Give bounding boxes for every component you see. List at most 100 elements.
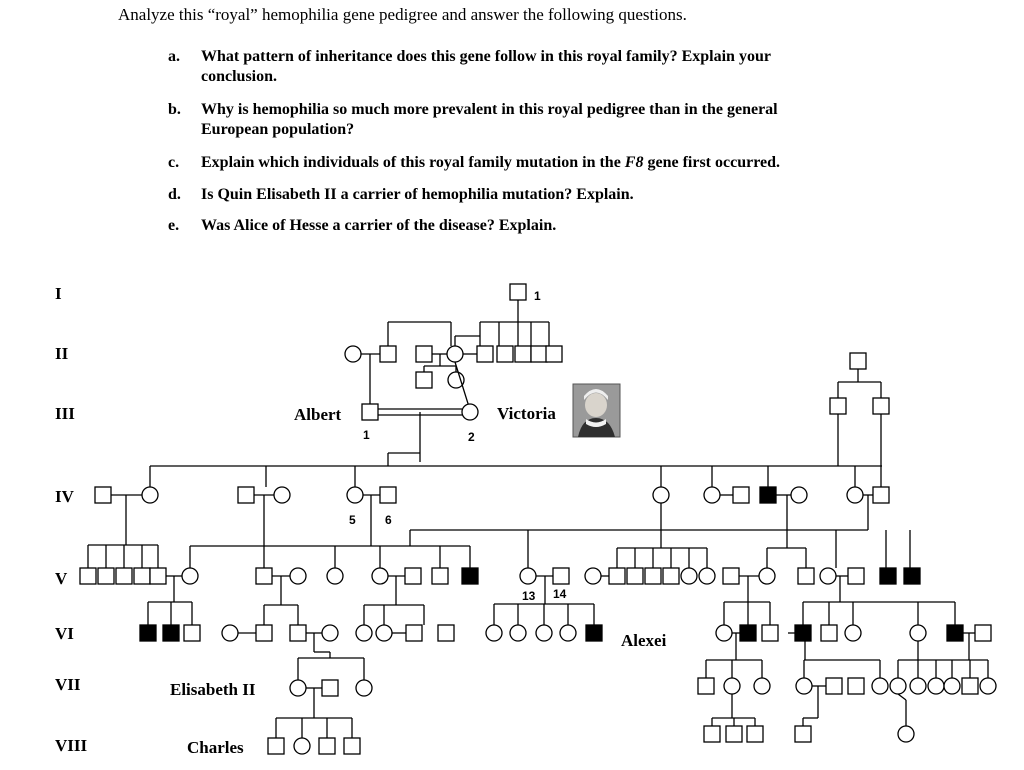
female-symbol [355, 679, 373, 697]
female-symbol [584, 567, 602, 585]
individual-number: 1 [534, 289, 541, 303]
question-text: What pattern of inheritance does this ge… [201, 48, 771, 65]
generation-label-6: VI [55, 624, 74, 643]
male-symbol [644, 567, 662, 585]
generation-7: Elisabeth II [170, 651, 997, 718]
male-symbol [509, 283, 527, 301]
generation-4: 5 6 [94, 452, 890, 568]
female-symbol [758, 567, 776, 585]
male-symbol [697, 677, 715, 695]
male-symbol [404, 567, 422, 585]
female-symbol [289, 567, 307, 585]
male-symbol [289, 624, 307, 642]
male-symbol [746, 725, 764, 743]
female-symbol [321, 624, 339, 642]
female-symbol [795, 677, 813, 695]
female-symbol [889, 677, 907, 695]
male-symbol [476, 345, 494, 363]
female-symbol [819, 567, 837, 585]
male-symbol [722, 567, 740, 585]
name-charles: Charles [187, 738, 244, 757]
male-symbol [79, 567, 97, 585]
male-symbol [829, 397, 847, 415]
albert-symbol [361, 403, 379, 421]
female-symbol [447, 371, 465, 389]
male-symbol [797, 567, 815, 585]
elisabeth-symbol [289, 679, 307, 697]
male-symbol [761, 624, 779, 642]
generation-6: Alexei [139, 601, 992, 660]
female-symbol [293, 737, 311, 755]
affected-male-symbol [162, 624, 180, 642]
female-symbol [326, 567, 344, 585]
male-symbol [662, 567, 680, 585]
affected-male-symbol [946, 624, 964, 642]
female-symbol [927, 677, 945, 695]
individual-number: 5 [349, 513, 356, 527]
male-symbol [545, 345, 563, 363]
generation-label-4: IV [55, 487, 75, 506]
male-symbol [255, 567, 273, 585]
male-symbol [97, 567, 115, 585]
female-symbol [723, 677, 741, 695]
question-letter: a. [168, 48, 180, 65]
female-symbol [943, 677, 961, 695]
affected-male-symbol [461, 567, 479, 585]
generation-label-3: III [55, 404, 75, 423]
name-alexei: Alexei [621, 631, 667, 650]
question-text: Why is hemophilia so much more prevalent… [201, 101, 778, 118]
female-symbol [535, 624, 553, 642]
affected-male-symbol [879, 567, 897, 585]
female-symbol [909, 624, 927, 642]
name-elisabeth: Elisabeth II [170, 680, 256, 699]
female-symbol [979, 677, 997, 695]
male-symbol [183, 624, 201, 642]
female-symbol [652, 486, 670, 504]
male-symbol [496, 345, 514, 363]
female-symbol [846, 486, 864, 504]
female-symbol [181, 567, 199, 585]
male-symbol [961, 677, 979, 695]
female-symbol [346, 486, 364, 504]
female-symbol [371, 567, 389, 585]
question-letter: d. [168, 186, 181, 203]
gene-name: F8 [624, 154, 644, 171]
male-symbol [626, 567, 644, 585]
male-symbol [725, 725, 743, 743]
generation-label-8: VIII [55, 736, 88, 755]
male-symbol [825, 677, 843, 695]
male-symbol [794, 725, 812, 743]
charles-symbol [267, 737, 285, 755]
victoria-symbol [461, 403, 479, 421]
male-symbol [133, 567, 151, 585]
question-text: Was Alice of Hesse a carrier of the dise… [201, 217, 557, 234]
male-symbol [149, 567, 167, 585]
male-symbol [703, 725, 721, 743]
male-symbol [820, 624, 838, 642]
question-text: Explain which individuals of this royal … [201, 154, 625, 171]
female-symbol [355, 624, 373, 642]
male-symbol [849, 352, 867, 370]
female-symbol [753, 677, 771, 695]
individual-number: 6 [385, 513, 392, 527]
female-symbol [909, 677, 927, 695]
question-text: conclusion. [201, 68, 278, 85]
affected-male-symbol [903, 567, 921, 585]
generation-2 [344, 321, 867, 411]
generation-1: 1 [509, 283, 541, 322]
affected-male-symbol [759, 486, 777, 504]
question-text: gene first occurred. [643, 154, 781, 171]
male-symbol [321, 679, 339, 697]
female-symbol [897, 725, 915, 743]
male-symbol [437, 624, 455, 642]
male-symbol [431, 567, 449, 585]
female-symbol [559, 624, 577, 642]
female-symbol [790, 486, 808, 504]
affected-male-symbol [139, 624, 157, 642]
male-symbol [415, 345, 433, 363]
female-symbol [844, 624, 862, 642]
male-symbol [379, 486, 397, 504]
individual-number: 14 [553, 587, 567, 601]
male-symbol [732, 486, 750, 504]
question-text: European population? [201, 121, 355, 138]
